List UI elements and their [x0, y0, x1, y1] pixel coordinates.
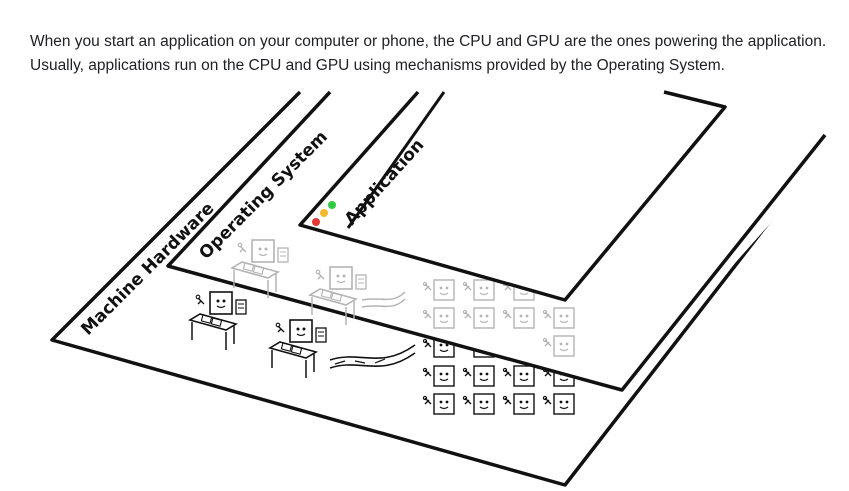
close-dot-icon: [312, 218, 320, 226]
cpu-workers-hardware: [189, 291, 416, 379]
layered-architecture-illustration: Machine Hardware Operating System Applic…: [0, 80, 849, 491]
minimize-dot-icon: [320, 209, 328, 217]
maximize-dot-icon: [328, 201, 336, 209]
os-level-workers: [231, 239, 575, 357]
application-layer: [298, 90, 727, 302]
window-controls: [312, 201, 336, 226]
illustration-svg: Machine Hardware Operating System Applic…: [50, 90, 849, 487]
intro-paragraph: When you start an application on your co…: [30, 33, 827, 74]
